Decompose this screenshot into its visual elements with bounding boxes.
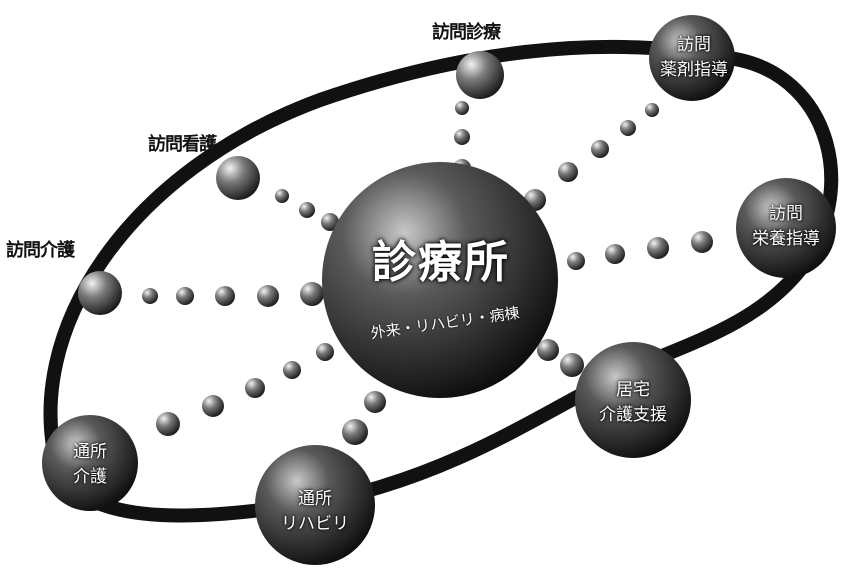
spoke-dot xyxy=(321,213,339,231)
spoke-dot xyxy=(316,343,334,361)
node-sphere-home-visit-nursing xyxy=(216,156,260,200)
spoke-dot xyxy=(300,282,324,306)
hub-sphere xyxy=(322,162,558,398)
label-home-visit-nutrition: 訪問 栄養指導 xyxy=(752,204,820,249)
spoke-dot xyxy=(605,244,625,264)
spoke-dot xyxy=(560,353,584,377)
label-day-rehab: 通所 リハビリ xyxy=(281,489,349,534)
spoke-dot xyxy=(245,378,265,398)
spoke-dot xyxy=(591,140,609,158)
label-home-care-support: 居宅 介護支援 xyxy=(599,380,667,425)
spoke-dot xyxy=(567,252,585,270)
spoke-dot xyxy=(647,237,669,259)
node-sphere-home-visit-pharmacy xyxy=(649,15,735,101)
node-sphere-day-care xyxy=(42,415,138,511)
label-home-visit-pharmacy: 訪問 薬剤指導 xyxy=(660,35,728,80)
node-sphere-home-visit-care xyxy=(78,271,122,315)
spoke-dot xyxy=(299,202,315,218)
label-home-visit-care: 訪問介護 xyxy=(6,240,75,261)
spoke-dot xyxy=(176,287,194,305)
node-sphere-home-care-support xyxy=(575,342,691,458)
node-sphere-home-visit-nutrition xyxy=(736,178,836,278)
spoke-dot xyxy=(156,412,180,436)
spoke-dot xyxy=(691,231,713,253)
spoke-dot xyxy=(645,103,659,117)
spoke-dot xyxy=(283,361,301,379)
spoke-dot xyxy=(257,285,279,307)
spoke-dot xyxy=(275,189,289,203)
node-sphere-home-visit-medical xyxy=(456,51,504,99)
label-home-visit-nursing: 訪問看護 xyxy=(148,134,217,155)
label-home-visit-medical: 訪問診療 xyxy=(432,22,501,43)
spoke-dot xyxy=(620,120,636,136)
spoke-dot xyxy=(558,162,578,182)
spoke-dot xyxy=(342,419,368,445)
spoke-dot xyxy=(454,129,470,145)
spoke-dot xyxy=(364,391,386,413)
spoke-dot xyxy=(202,395,224,417)
spoke-dot xyxy=(537,339,559,361)
label-day-care: 通所 介護 xyxy=(73,442,107,487)
node-sphere-day-rehab xyxy=(255,445,375,565)
spoke-dot xyxy=(215,286,235,306)
spoke-dot xyxy=(455,101,469,115)
spoke-dot xyxy=(142,288,158,304)
hub-title: 診療所 xyxy=(372,237,510,288)
